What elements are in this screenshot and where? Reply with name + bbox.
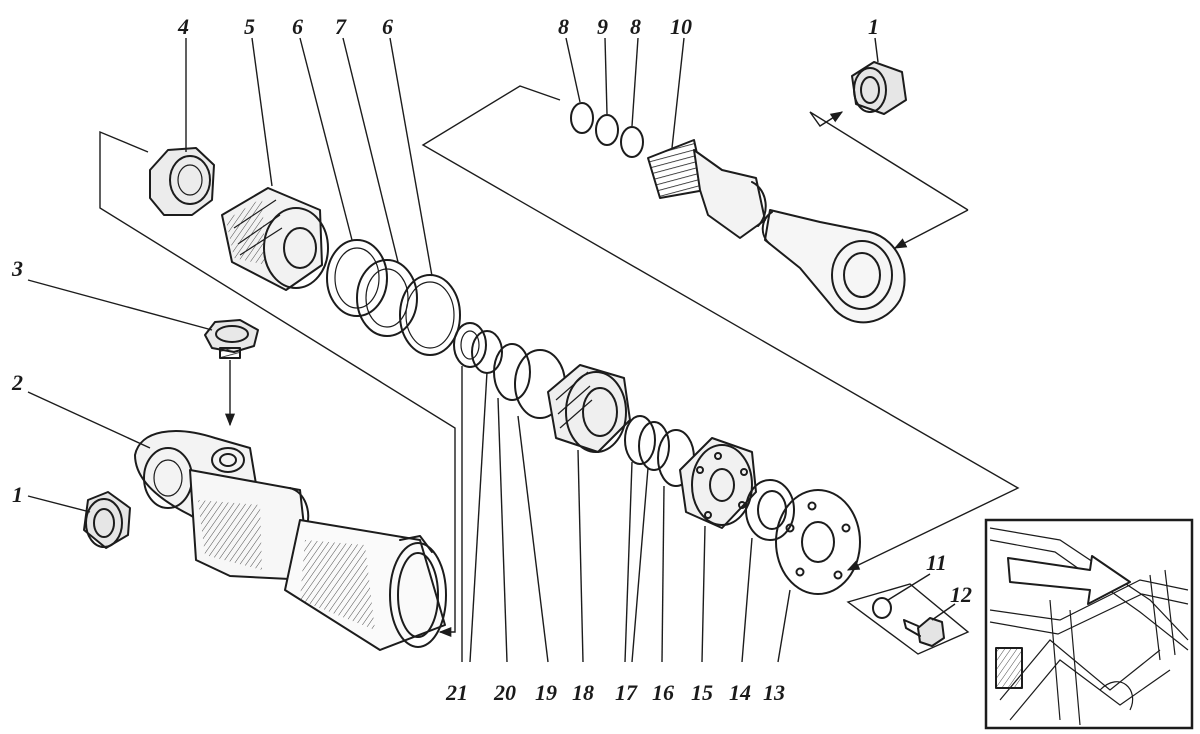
part-11-spring-washer xyxy=(872,597,892,619)
callout-15: 15 xyxy=(691,680,713,705)
callout-3: 3 xyxy=(11,256,23,281)
part-3-breather-cap xyxy=(204,319,259,359)
part-12-bolt xyxy=(903,617,945,647)
callout-10: 10 xyxy=(670,14,692,39)
part-18-gland xyxy=(547,364,631,453)
callout-16: 16 xyxy=(652,680,674,705)
callout-1-lower: 1 xyxy=(12,482,23,507)
callout-12: 12 xyxy=(950,582,972,607)
part-10-piston-rod xyxy=(647,139,906,324)
part-7-ring xyxy=(356,259,418,337)
part-5-piston xyxy=(221,187,329,291)
callout-1-upper: 1 xyxy=(868,14,879,39)
part-8-ring-a xyxy=(570,102,594,134)
callout-11: 11 xyxy=(926,550,947,575)
part-2-cylinder-body xyxy=(134,430,447,651)
part-15-flange xyxy=(679,437,757,529)
callout-19: 19 xyxy=(535,680,557,705)
callout-2: 2 xyxy=(11,370,23,395)
callout-20: 20 xyxy=(493,680,516,705)
part-9-o-ring xyxy=(595,114,619,146)
callout-4: 4 xyxy=(177,14,189,39)
part-13-gasket xyxy=(775,489,861,595)
callout-13: 13 xyxy=(763,680,785,705)
callout-6-a: 6 xyxy=(292,14,303,39)
part-1-bushing-upper xyxy=(851,61,907,115)
part-1-bushing-lower xyxy=(83,491,131,549)
callout-14: 14 xyxy=(729,680,751,705)
callout-8-b: 8 xyxy=(630,14,641,39)
assembly-guide-lines xyxy=(99,85,1020,655)
callout-8-a: 8 xyxy=(558,14,569,39)
part-4-hex-nut xyxy=(149,147,215,216)
callout-9: 9 xyxy=(597,14,608,39)
part-17-rings xyxy=(624,415,670,471)
callout-numbers: 4 5 6 7 6 8 9 8 10 1 3 2 1 11 12 21 20 1… xyxy=(11,14,972,705)
part-8-ring-b xyxy=(620,126,644,158)
callout-7: 7 xyxy=(335,14,347,39)
callout-5: 5 xyxy=(244,14,255,39)
callout-6-b: 6 xyxy=(382,14,393,39)
callout-leaders xyxy=(27,37,956,663)
callout-17: 17 xyxy=(615,680,638,705)
part-6-ring-b xyxy=(399,274,461,356)
part-20-o-ring xyxy=(493,343,531,401)
callout-18: 18 xyxy=(572,680,594,705)
callout-21: 21 xyxy=(445,680,468,705)
inset-location-view xyxy=(984,518,1194,730)
